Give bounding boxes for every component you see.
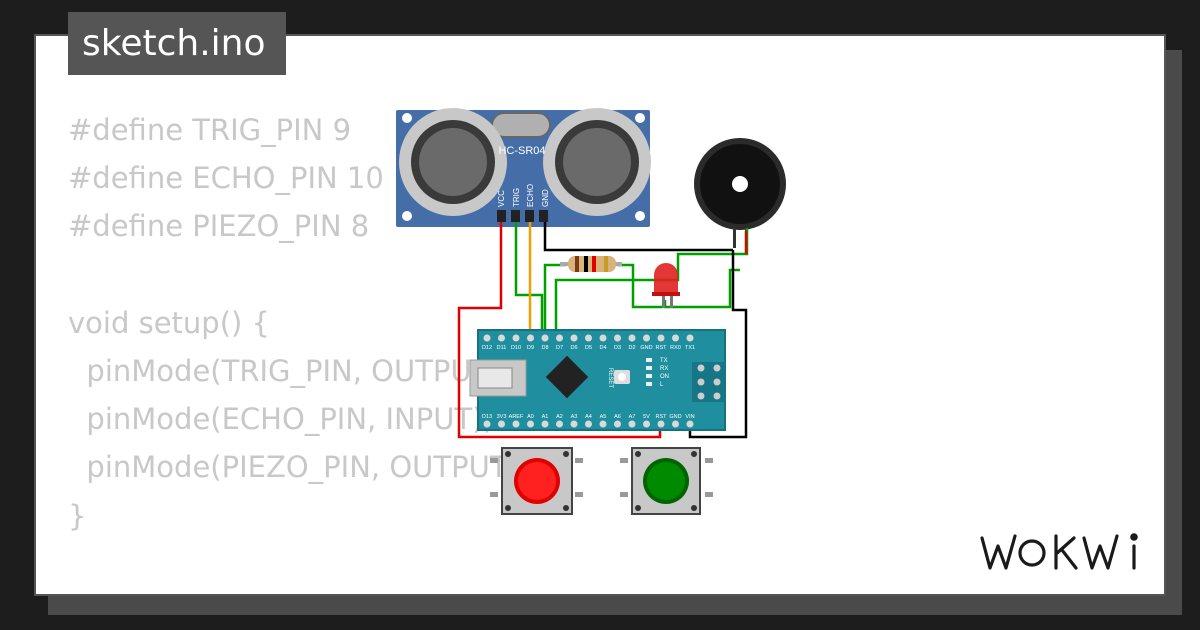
nano-pin-label: 5V (643, 414, 650, 420)
sensor-pin-labels: VCC TRIG ECHO GND (497, 184, 550, 207)
wokwi-logo (980, 533, 1138, 570)
reset-label: RESET (607, 368, 613, 388)
nano-pin[interactable] (585, 420, 592, 428)
nano-pin-label: D4 (599, 345, 606, 351)
nano-pin[interactable] (643, 334, 650, 342)
nano-pin[interactable] (686, 420, 694, 428)
status-led-labels: TX RX ON L (660, 358, 669, 388)
code-line: #define TRIG_PIN 9 (68, 113, 352, 147)
nano-pin-label: GND (640, 345, 652, 351)
nano-pin-label: D6 (570, 345, 577, 351)
nano-pin[interactable] (570, 420, 578, 428)
sensor-pin-label: GND (541, 189, 550, 207)
icsp-pins (697, 364, 721, 400)
sensor-model-label: HC-SR04 (498, 145, 545, 157)
nano-pin-label: RST (656, 345, 668, 351)
red-pushbutton[interactable] (490, 447, 583, 515)
status-led-label: RX (660, 366, 668, 372)
nano-pin[interactable] (614, 334, 621, 342)
status-leds (646, 358, 652, 386)
nano-pin[interactable] (599, 420, 607, 428)
green-pushbutton[interactable] (620, 447, 713, 515)
nano-pin-label: GND (669, 414, 681, 420)
nano-pin-label: RST (656, 414, 668, 420)
nano-pin-label: AREF (509, 414, 524, 420)
nano-pin-label: D11 (497, 345, 507, 351)
ultrasonic-sensor[interactable]: HC-SR04 VCC TRIG ECHO GND (396, 108, 651, 227)
nano-pin[interactable] (643, 420, 650, 428)
nano-pin[interactable] (527, 334, 534, 342)
transducer-right (543, 108, 651, 216)
nano-pin-label: D2 (628, 345, 635, 351)
nano-pin-label: D10 (511, 345, 521, 351)
piezo-buzzer[interactable] (694, 138, 786, 248)
sensor-pin-label: VCC (497, 190, 506, 207)
status-led-label: ON (660, 374, 669, 380)
nano-pin-label: D5 (585, 345, 592, 351)
nano-pin[interactable] (599, 334, 607, 342)
nano-pin[interactable] (686, 334, 694, 342)
nano-pin[interactable] (498, 334, 505, 342)
nano-pin[interactable] (672, 420, 679, 428)
wires (457, 222, 749, 439)
nano-pin-label: A4 (585, 414, 592, 420)
nano-pin[interactable] (527, 420, 534, 428)
nano-pin-label: VIN (685, 414, 694, 420)
nano-pin-label: D12 (482, 345, 492, 351)
nano-pin-label: 3V3 (497, 414, 507, 420)
code-line: } (68, 498, 87, 533)
nano-pin[interactable] (628, 420, 636, 428)
nano-pin[interactable] (512, 420, 520, 428)
nano-pin[interactable] (556, 420, 563, 428)
icsp-header (692, 362, 726, 402)
nano-pin[interactable] (628, 334, 636, 342)
nano-pin-label: A0 (527, 414, 534, 420)
nano-pin-label: A6 (614, 414, 621, 420)
resistor[interactable] (560, 256, 622, 272)
nano-pin[interactable] (570, 334, 578, 342)
nano-pin-label: D9 (527, 345, 534, 351)
nano-pin-label: A7 (629, 414, 636, 420)
nano-pin[interactable] (556, 334, 563, 342)
nano-pin-label: D7 (556, 345, 563, 351)
nano-pin-label: D13 (482, 414, 492, 420)
nano-pin[interactable] (657, 334, 665, 342)
sensor-pin-label: TRIG (512, 188, 521, 207)
nano-pin[interactable] (541, 420, 549, 428)
code-line: #define PIEZO_PIN 8 (68, 209, 370, 244)
nano-pin[interactable] (483, 334, 491, 342)
nano-pin[interactable] (657, 420, 665, 428)
nano-pin-label: A1 (542, 414, 549, 420)
code-line: void setup() { (68, 305, 270, 340)
sensor-header (497, 210, 548, 222)
code-line: pinMode(ECHO_PIN, INPUT); (68, 402, 494, 437)
nano-pin-label: A2 (556, 414, 563, 420)
red-led[interactable] (652, 263, 680, 308)
nano-pin[interactable] (483, 420, 491, 428)
sensor-pin-label: ECHO (526, 184, 535, 207)
status-led-label: TX (660, 358, 668, 364)
nano-pin[interactable] (541, 334, 549, 342)
nano-pin[interactable] (614, 420, 621, 428)
code-line: #define ECHO_PIN 10 (68, 161, 384, 196)
nano-pin[interactable] (672, 334, 679, 342)
nano-pin[interactable] (498, 420, 505, 428)
nano-pin-label: A5 (600, 414, 607, 420)
nano-pin[interactable] (585, 334, 592, 342)
nano-pin-label: D8 (541, 345, 548, 351)
transducer-left (399, 108, 507, 216)
nano-pin-label: RX0 (670, 345, 681, 351)
nano-pin-label: TX1 (685, 345, 695, 351)
nano-pin[interactable] (512, 334, 520, 342)
sketch-filename-tab: sketch.ino (68, 12, 286, 75)
nano-pin-label: D3 (614, 345, 621, 351)
status-led-label: L (660, 382, 664, 388)
nano-pin-label: A3 (571, 414, 578, 420)
